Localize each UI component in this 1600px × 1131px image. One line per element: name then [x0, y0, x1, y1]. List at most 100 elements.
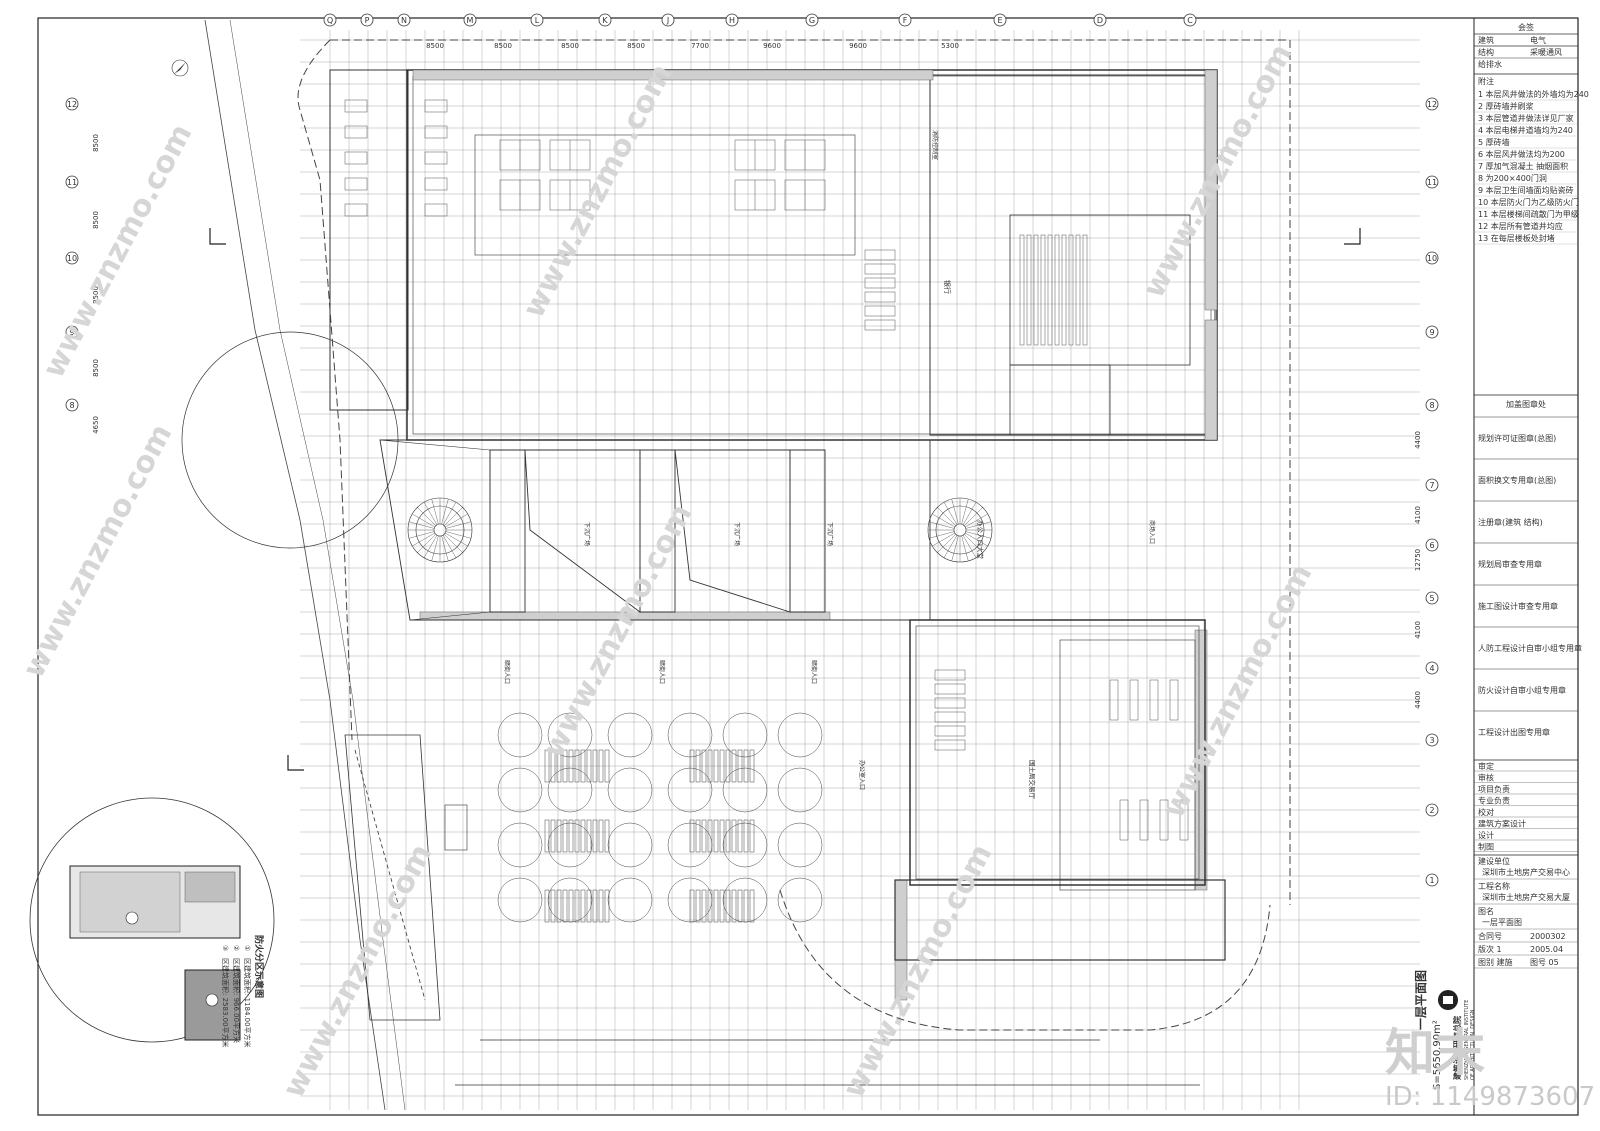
note-line: 9 本层卫生间墙面均贴瓷砖: [1478, 185, 1574, 195]
stair-tread: [409, 531, 435, 539]
stair-tread: [937, 534, 956, 553]
parking-stall: [743, 889, 749, 923]
dimension-left: 4650: [92, 416, 100, 434]
parking-stall: [598, 749, 604, 783]
stair-tread: [964, 534, 983, 553]
parking-circle: [607, 767, 653, 813]
room-label-sunken-plaza-3: 下沉广场: [826, 522, 834, 546]
room-label-sunken-plaza-1: 下沉广场: [583, 522, 591, 546]
approval-label: 项目负责: [1478, 784, 1510, 794]
dimension-top: 5300: [941, 42, 959, 50]
grid-bubble-top-label: J: [666, 16, 669, 25]
parking-stall: [604, 749, 610, 783]
parking-stall: [586, 749, 592, 783]
furniture-layout: [344, 99, 1189, 841]
room-label-sunken-plaza-2: 下沉广场: [733, 522, 741, 546]
parking-stall: [562, 749, 568, 783]
grid-bubble-right-label: 8: [1429, 401, 1434, 410]
grid-bubble-left-label: 8: [69, 401, 74, 410]
parking-circle: [722, 712, 768, 758]
stair-tread: [441, 535, 449, 561]
grid-bubble-top: [805, 13, 819, 27]
room-label-shop-entry: 商场入口: [1148, 520, 1156, 544]
dimension-right: 12750: [1414, 549, 1422, 571]
grid-bubble-top-label: D: [1097, 16, 1103, 25]
stair-tread: [943, 535, 958, 558]
parking-circle: [497, 877, 543, 923]
seat-row: [934, 725, 966, 737]
drawing-scale: S=5650.90m²: [1432, 1020, 1443, 1090]
parking-stall: [544, 819, 550, 853]
parking-stall: [743, 749, 749, 783]
grid-bubble-top: [397, 13, 411, 27]
room-label-land-trading-hall: 国土局交易厅: [1028, 760, 1037, 800]
watermark-brand: 知末: [1385, 1024, 1485, 1082]
dimension-top: 8500: [561, 42, 579, 50]
grid-bubble-right-label: 4: [1429, 664, 1434, 673]
workstation: [424, 203, 448, 217]
bank-counter: [1054, 234, 1060, 346]
approval-label: 审核: [1478, 773, 1494, 783]
notes-header: 附注: [1478, 76, 1494, 86]
seat-row: [934, 697, 966, 709]
parking-stall: [725, 819, 731, 853]
parking-stall: [568, 819, 574, 853]
stair-tread: [423, 535, 438, 558]
meta-right: 图号 05: [1530, 958, 1559, 967]
note-line: 6 本层风井做法均为200: [1478, 149, 1565, 159]
parking-stall: [725, 749, 731, 783]
fire-zone-title: 防火分区示意图: [253, 935, 265, 998]
seat-row: [864, 277, 896, 289]
grid-bubble-top-label: H: [729, 16, 735, 25]
dimension-right: 4400: [1414, 431, 1422, 449]
grid-bubble-right-label: 6: [1429, 541, 1434, 550]
parking-circle: [777, 767, 823, 813]
stair-tread: [417, 534, 436, 553]
parking-stall: [707, 889, 713, 923]
note-line: 7 厚加气混凝土 抽烟面积: [1478, 161, 1568, 171]
desk-unit: [1109, 679, 1119, 721]
fire-zone-1-text: 区建筑面积: 1184.00平方米: [243, 958, 252, 1048]
grid-bubble-top: [661, 13, 675, 27]
sign-row-label: 采暖通风: [1530, 47, 1562, 57]
parking-stall: [689, 819, 695, 853]
stair-tread: [943, 502, 958, 525]
grid-bubble-top-label: M: [467, 16, 474, 25]
note-line: 4 本层电梯井道墙均为240: [1478, 125, 1573, 135]
bank-counter: [1061, 234, 1067, 346]
grid-bubble-top-label: F: [903, 16, 908, 25]
grid-bubble-left: [65, 175, 79, 189]
bank-counter: [1040, 234, 1046, 346]
dimension-top: 9600: [763, 42, 781, 50]
desk-unit: [1169, 679, 1179, 721]
grid-bubble-right: [1425, 97, 1439, 111]
grid-bubble-right: [1425, 803, 1439, 817]
project-field-value: 一层平面图: [1482, 918, 1522, 927]
parking-stall: [580, 749, 586, 783]
wall-hatching: [412, 69, 1218, 1001]
lower-east-building: [894, 619, 1226, 961]
stair-tread: [961, 499, 969, 525]
parking-stall: [707, 749, 713, 783]
grid-bubble-top: [1093, 13, 1107, 27]
grid-bubble-right-label: 3: [1429, 736, 1434, 745]
parking-stall: [586, 819, 592, 853]
meta-left: 版次 1: [1478, 944, 1502, 954]
dimension-right: 4400: [1414, 691, 1422, 709]
parking-stall: [562, 819, 568, 853]
parking-circle: [722, 767, 768, 813]
desk-unit: [1129, 679, 1139, 721]
grid-bubble-right: [1425, 733, 1439, 747]
parking-stall: [713, 749, 719, 783]
seat-row: [934, 669, 966, 681]
project-field-label: 建设单位: [1478, 856, 1510, 866]
grid-bubble-left-label: 11: [67, 178, 77, 187]
approval-label: 建筑方案设计: [1478, 819, 1526, 829]
parking-circle: [607, 822, 653, 868]
stair-tread: [431, 499, 439, 525]
room-label-fire-control: 消防控制室: [931, 130, 939, 160]
meta-left: 图别 建施: [1478, 957, 1513, 967]
institute-name-en-2: OF ARCHITECTURAL DESIGN: [1470, 1009, 1476, 1080]
